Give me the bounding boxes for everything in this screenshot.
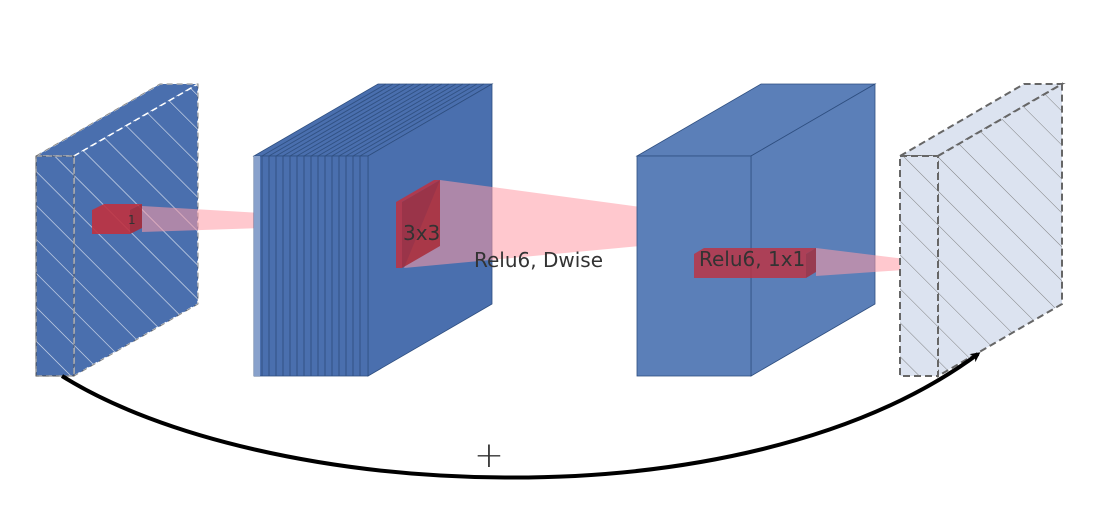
pointwise-kernel-projection [816, 248, 962, 276]
output-tensor-block [896, 82, 1066, 378]
dwise-op-label: Relu6, Dwise [474, 248, 603, 272]
dwise-kernel-projection [404, 180, 812, 268]
residual-add-symbol: + [474, 435, 504, 476]
input-kernel-label: 1 [128, 213, 136, 227]
pointwise-kernel [694, 248, 816, 278]
pointwise-op-label: Relu6, 1x1 [699, 247, 805, 271]
dwise-kernel [396, 180, 440, 268]
input-kernel-projection [142, 206, 262, 232]
input-kernel [92, 204, 142, 234]
dwise-kernel-label: 3x3 [403, 221, 440, 245]
residual-connection-arrow [60, 352, 981, 480]
dwise-output-tensor-block [635, 83, 877, 377]
